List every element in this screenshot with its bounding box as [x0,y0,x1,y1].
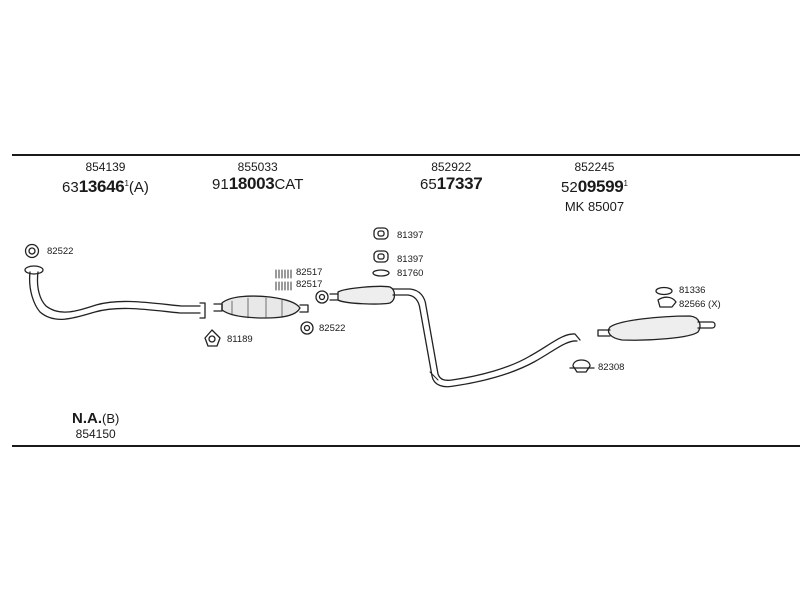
front-pipe-part-number: 63136461(A) [62,177,149,196]
clamp-82566 [657,296,677,308]
rubber-hanger-81397-b [373,250,389,263]
label-82522-left: 82522 [47,246,74,257]
rear-silencer [607,315,701,341]
label-82517-b: 82517 [296,279,323,290]
na-part-number: 854150 [75,427,116,441]
label-81397-a: 81397 [397,230,424,241]
top-divider [12,154,800,156]
front-pipe-header: 854139 63136461(A) [62,160,149,198]
middle-pipe-header: 852922 6517337 [420,160,483,195]
u-clamp-82308 [572,359,591,373]
middle-pipe [392,288,581,381]
na-label: N.A. [72,410,102,427]
middle-silencer [337,285,396,305]
hanger-81336 [655,286,673,296]
label-81336: 81336 [679,285,706,296]
gasket-82522-mid [300,321,314,335]
front-pipe-ref: 854139 [85,160,126,174]
label-82517-a: 82517 [296,267,323,278]
rear-silencer-part-number: 52095991 [561,177,628,196]
front-pipe [28,271,201,320]
label-81397-b: 81397 [397,254,424,265]
catalyst [221,295,301,319]
na-suffix: (B) [102,411,120,426]
catalyst-ref: 855033 [237,160,278,174]
rubber-hanger-81397-a [373,227,389,240]
middle-pipe-ref: 852922 [431,160,472,174]
middle-pipe-part-number: 6517337 [420,174,483,193]
front-pipe-flange [24,265,44,275]
not-available-note: N.A.(B) 854150 [72,410,119,441]
spring-bolts-82517 [275,269,292,291]
gasket-82522-left [24,243,40,259]
rear-silencer-header: 852245 52095991 MK 85007 [561,160,628,216]
gasket-81189 [204,329,221,347]
clamp-81760 [372,269,390,277]
label-82522-mid: 82522 [319,323,346,334]
mounting-kit-number: MK 85007 [564,199,625,214]
label-82566: 82566 (X) [679,299,721,310]
bottom-divider [12,445,800,447]
label-82308: 82308 [598,362,625,373]
label-81760: 81760 [397,268,424,279]
catalyst-part-number: 9118003CAT [212,174,304,193]
catalyst-header: 855033 9118003CAT [212,160,303,195]
label-81189: 81189 [227,334,253,345]
rear-silencer-ref: 852245 [574,160,615,174]
